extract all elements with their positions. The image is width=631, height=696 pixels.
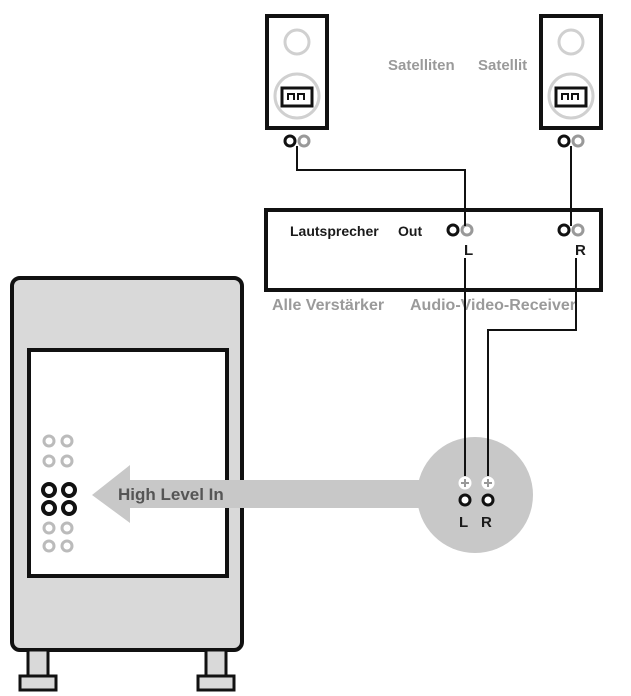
signal-arrow-icon xyxy=(92,465,470,523)
terminal-icon xyxy=(41,482,57,498)
subwoofer-foot-right-base xyxy=(196,674,236,692)
terminal-negative-icon xyxy=(283,134,297,148)
terminal-icon xyxy=(60,521,74,535)
amp-terminal-r-negative-icon xyxy=(557,223,571,237)
sub-terminal-l-negative-icon xyxy=(458,493,472,507)
terminal-icon xyxy=(42,434,56,448)
wire-amp-r-to-sub xyxy=(487,258,577,476)
terminal-icon xyxy=(42,539,56,553)
terminal-icon xyxy=(41,500,57,516)
terminal-negative-icon xyxy=(557,134,571,148)
tweeter-icon xyxy=(283,28,311,56)
terminal-icon xyxy=(60,434,74,448)
high-level-terminals xyxy=(458,476,495,507)
satellites-label-right: Satellit xyxy=(478,57,527,74)
subwoofer xyxy=(10,276,244,692)
amplifier-box xyxy=(264,208,603,292)
tweeter-icon xyxy=(557,28,585,56)
subwoofer-panel xyxy=(27,348,229,578)
high-level-in-label: High Level In xyxy=(118,485,224,504)
satellite-speaker-right xyxy=(539,14,603,148)
amp-terminal-r-positive-icon xyxy=(571,223,585,237)
receiver-label-right: Audio-Video-Receiver xyxy=(410,297,576,314)
subwoofer-terminals xyxy=(41,434,77,553)
high-level-input-zone xyxy=(417,437,533,553)
sub-terminal-r-negative-icon xyxy=(481,493,495,507)
terminal-icon xyxy=(61,482,77,498)
satellite-speaker-left xyxy=(265,14,329,148)
terminal-icon xyxy=(60,539,74,553)
amp-terminal-l-positive-icon xyxy=(460,223,474,237)
amp-channel-right-label: R xyxy=(575,242,586,259)
amp-terminal-l-negative-icon xyxy=(446,223,460,237)
terminal-icon xyxy=(42,454,56,468)
terminal-icon xyxy=(60,454,74,468)
sub-channel-right-label: R xyxy=(481,514,492,531)
speaker-wires xyxy=(296,146,577,476)
amp-channel-left-label: L xyxy=(464,242,473,259)
terminal-positive-icon xyxy=(297,134,311,148)
wire-left-speaker-top xyxy=(296,146,466,226)
satellites-label-left: Satelliten xyxy=(388,57,455,74)
receiver-label-left: Alle Verstärker xyxy=(272,297,384,314)
sub-channel-left-label: L xyxy=(459,514,468,531)
terminal-positive-icon xyxy=(571,134,585,148)
subwoofer-foot-left-base xyxy=(18,674,58,692)
speaker-out-label-right: Out xyxy=(398,223,422,239)
terminal-icon xyxy=(42,521,56,535)
terminal-icon xyxy=(61,500,77,516)
speaker-out-label-left: Lautsprecher xyxy=(290,223,379,239)
